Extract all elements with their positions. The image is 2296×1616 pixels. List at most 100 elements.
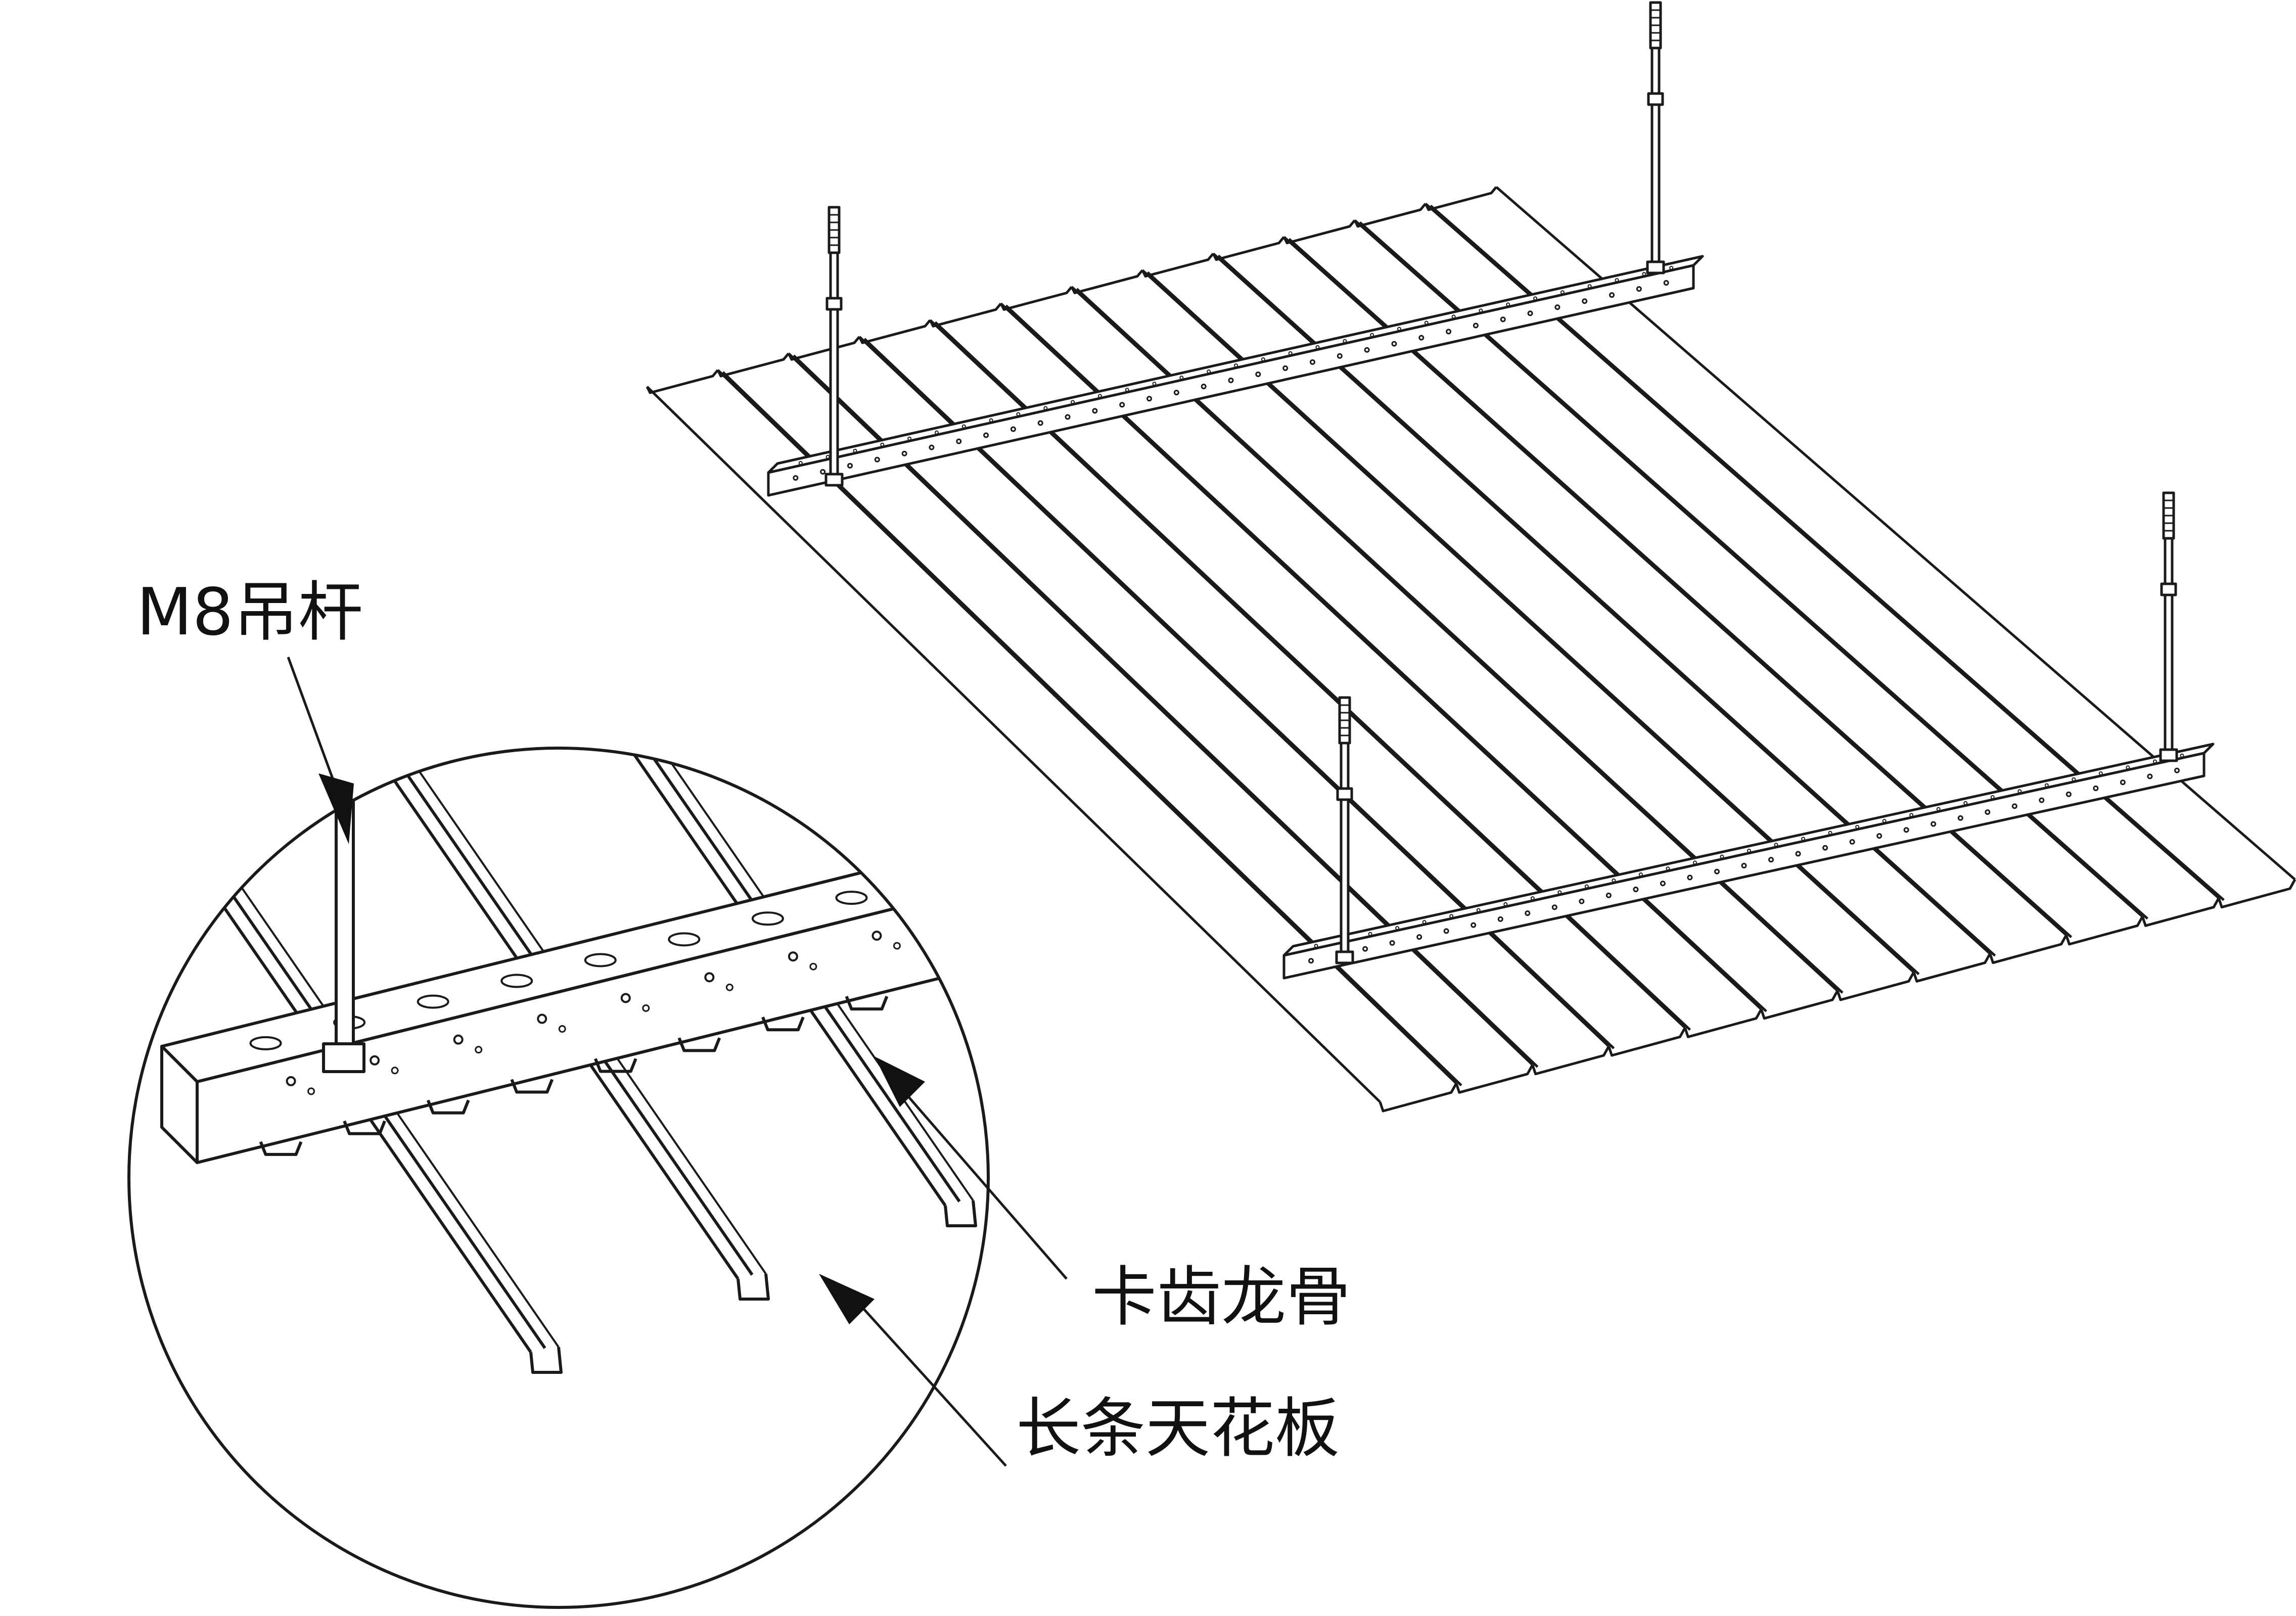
- keel-hole: [793, 475, 799, 481]
- keel-hole: [2174, 767, 2180, 773]
- keel-hole: [1774, 843, 1778, 847]
- keel-hole: [1146, 396, 1153, 402]
- detail-keel-hole: [453, 1034, 464, 1045]
- detail-keel-hole: [893, 942, 901, 950]
- keel-hole: [1092, 408, 1098, 414]
- strip-front-end: [1379, 1083, 1458, 1113]
- keel-hole: [1615, 278, 1619, 283]
- keel-hole: [1957, 815, 1963, 821]
- keel-hole: [1503, 902, 1508, 906]
- keel-hole: [1587, 284, 1592, 289]
- strip-front-end: [2065, 916, 2144, 946]
- keel-hole: [1416, 934, 1422, 940]
- strip-back-end: [1353, 203, 1427, 228]
- keel-hole: [1343, 339, 1347, 343]
- panel-left-edge: [646, 386, 1381, 1103]
- keel-hole: [1418, 335, 1425, 341]
- keel-hole: [1314, 944, 1318, 948]
- keel-hole: [983, 432, 989, 438]
- keel-hole: [1422, 920, 1427, 925]
- rod-label: M8吊杆: [136, 575, 363, 650]
- keel-hole: [1931, 821, 1937, 827]
- keel-hole: [2039, 797, 2045, 803]
- keel-hole: [1037, 420, 1043, 426]
- detail-keel-hole: [704, 972, 715, 983]
- detail-keel-hole: [286, 1076, 296, 1086]
- detail-keel-end-face: [160, 1045, 199, 1164]
- overall-ceiling-view: [646, 1, 2296, 1113]
- keel-hole: [1395, 926, 1400, 930]
- keel-hole: [1533, 296, 1538, 301]
- keel-hole: [1315, 345, 1320, 349]
- strip-back-end: [1282, 219, 1356, 245]
- strip-back-end: [858, 319, 931, 344]
- detail-keel-hole: [558, 1025, 566, 1033]
- keel-hole: [1443, 928, 1449, 934]
- keel-hole: [1370, 333, 1374, 337]
- strip-front-end: [1455, 1064, 1534, 1094]
- detail-strip-profile: [737, 1273, 770, 1301]
- detail-keel-hole: [537, 1013, 547, 1024]
- keel-hole: [1255, 371, 1261, 377]
- detail-keel-hole: [871, 931, 882, 941]
- keel-hole: [2180, 753, 2184, 758]
- rod-nut: [2160, 582, 2177, 596]
- rod-base-nut: [824, 473, 844, 487]
- keel-hole: [1473, 322, 1479, 329]
- keel-hole: [1551, 904, 1557, 910]
- detail-keel-tooth: [343, 1120, 386, 1135]
- detail-keel-tooth: [510, 1079, 554, 1094]
- keel-hole: [1660, 881, 1666, 887]
- keel-hole: [1446, 329, 1452, 335]
- detail-keel-hole: [725, 983, 733, 991]
- keel-hole: [1720, 854, 1724, 859]
- keel-hole: [880, 442, 885, 447]
- detail-strip-profile: [1982, 834, 2012, 859]
- strip-back-end: [646, 369, 719, 394]
- detail-keel-tooth: [259, 1141, 303, 1156]
- detail-keel-hole: [370, 1055, 380, 1066]
- keel-hole: [1554, 304, 1560, 310]
- detail-strip-profile: [944, 1200, 977, 1227]
- keel-hole: [1609, 292, 1615, 298]
- hanger-rod-group: [824, 1, 2178, 964]
- detail-keel-slot: [249, 1036, 282, 1050]
- keel-group: [767, 255, 2215, 980]
- keel-hole: [1714, 868, 1720, 874]
- detail-keel-tooth: [677, 1037, 721, 1052]
- detail-keel-tooth: [426, 1099, 470, 1115]
- keel-hole: [820, 469, 826, 475]
- detail-keel-hole: [642, 1004, 650, 1012]
- keel-hole: [1605, 892, 1612, 898]
- keel-hole: [1636, 286, 1642, 292]
- rod-nut: [1336, 787, 1353, 801]
- keel-hole: [2017, 789, 2022, 794]
- keel-hole: [1638, 872, 1643, 877]
- keel-hole: [1043, 406, 1048, 410]
- keel-hole: [929, 444, 935, 450]
- detail-strip-edge: [489, 748, 947, 1207]
- detail-strip-profile: [1774, 907, 1805, 933]
- detail-strip-edge: [282, 748, 740, 1280]
- keel-hole: [1741, 863, 1747, 868]
- keel-hole: [956, 438, 962, 444]
- keel-hole: [1424, 320, 1429, 325]
- keel-hole: [1849, 839, 1855, 845]
- keel-hole: [1397, 327, 1401, 331]
- keel-hole: [1179, 376, 1184, 380]
- keel-hole: [1476, 908, 1481, 912]
- keel-hole: [901, 450, 907, 456]
- panel-right-edge: [1495, 186, 2296, 881]
- keel-arrowhead: [875, 1056, 925, 1107]
- keel-hole: [1506, 302, 1510, 307]
- keel-hole: [1201, 384, 1207, 390]
- keel-hole: [1557, 890, 1562, 895]
- keel-hole: [1527, 310, 1533, 316]
- keel-hole: [1497, 916, 1503, 922]
- keel-hole: [1389, 940, 1395, 946]
- detail-keel: [160, 858, 952, 1164]
- strip-front-end: [1836, 972, 1915, 1001]
- detail-keel-slot: [751, 911, 784, 926]
- detail-keel-hole: [788, 951, 798, 962]
- keel-hole: [1903, 827, 1909, 833]
